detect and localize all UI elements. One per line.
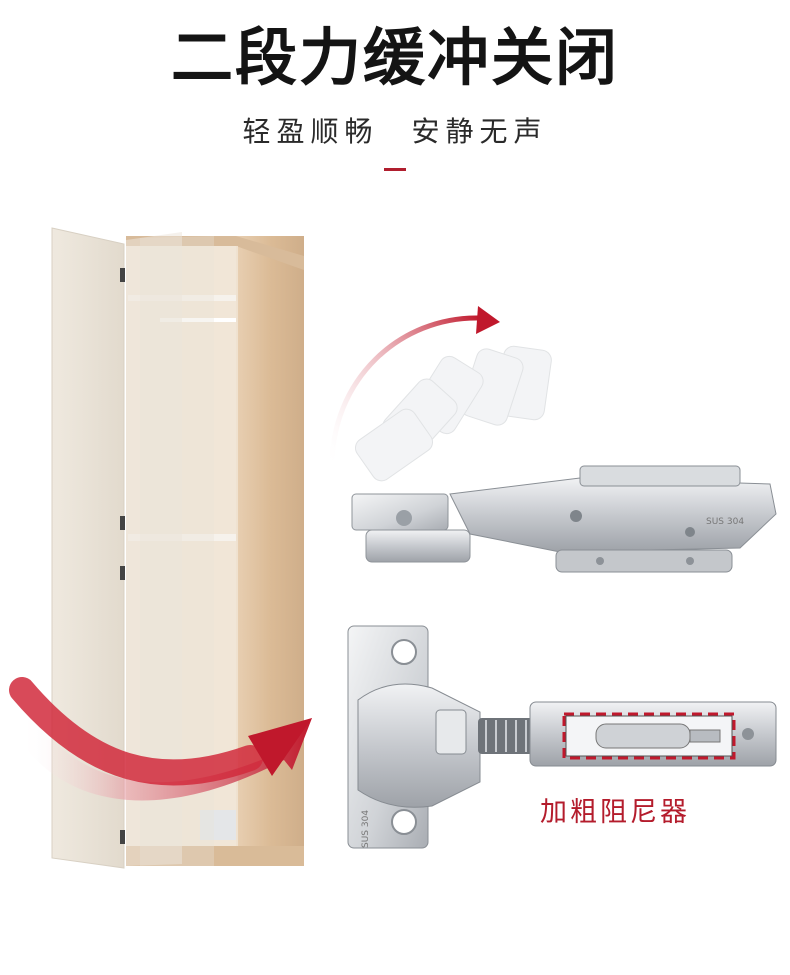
door-hinge-mark bbox=[120, 830, 125, 844]
page-subtitle: 轻盈顺畅 安静无声 bbox=[242, 115, 548, 148]
closing-motion-arrow bbox=[20, 700, 312, 801]
drawer-front bbox=[200, 810, 236, 840]
door-motion-ghost bbox=[140, 236, 214, 866]
wardrobe-door bbox=[51, 227, 125, 869]
adjust-screw bbox=[570, 510, 582, 522]
screw-hole bbox=[391, 809, 417, 835]
adjust-screw bbox=[742, 728, 754, 740]
screw-hole bbox=[391, 639, 417, 665]
damper-piston bbox=[689, 729, 721, 743]
hinge-knuckle bbox=[435, 709, 467, 755]
door-hinge-mark bbox=[120, 516, 125, 530]
material-stamp: SUS 304 bbox=[706, 517, 744, 527]
door-hinge-mark bbox=[120, 566, 125, 580]
page-title: 二段力缓冲关闭 bbox=[170, 21, 619, 94]
accent-divider bbox=[384, 168, 406, 171]
damper-highlight-box bbox=[562, 712, 736, 760]
wardrobe-illustration bbox=[9, 227, 312, 869]
rotation-arc bbox=[329, 315, 481, 471]
hinge-damper-illustration: SUS 304 bbox=[347, 625, 777, 849]
hinge-motion-illustration: SUS 304 bbox=[329, 306, 777, 573]
closing-motion-arrow-body bbox=[9, 677, 263, 786]
damper-label: 加粗阻尼器 bbox=[540, 797, 690, 828]
hanging-rail bbox=[160, 318, 236, 322]
hinge-cup bbox=[365, 529, 471, 563]
material-stamp: SUS 304 bbox=[361, 810, 371, 848]
hinge-arm bbox=[449, 477, 777, 553]
door-motion-ghost bbox=[126, 232, 182, 866]
screw-hole bbox=[396, 510, 412, 526]
closing-motion-arrowhead bbox=[248, 718, 312, 776]
door-hinge-mark bbox=[120, 268, 125, 282]
damper-cylinder bbox=[595, 723, 691, 749]
hinge-arm-top bbox=[579, 465, 741, 487]
adjust-screw bbox=[685, 527, 695, 537]
mounting-plate bbox=[555, 549, 733, 573]
rotation-arrowhead bbox=[476, 306, 500, 334]
